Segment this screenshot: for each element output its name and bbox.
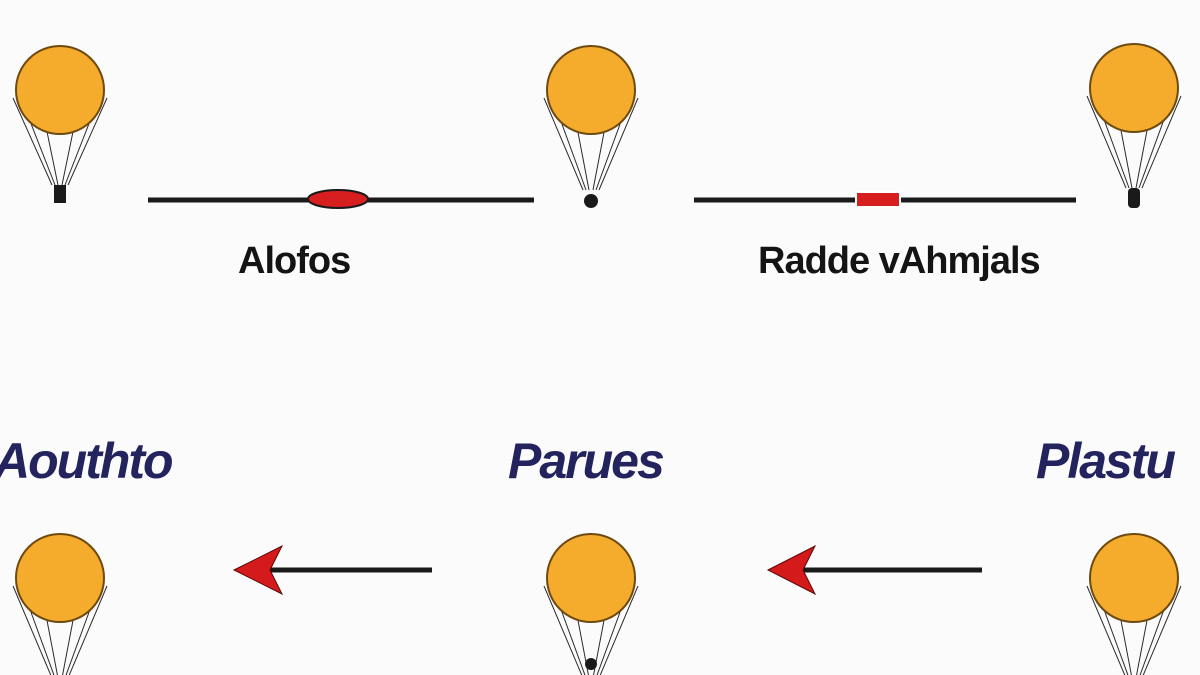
label-bottom-left: Aouthto xyxy=(0,433,174,489)
balloon-icon xyxy=(1086,43,1182,208)
red-marker-rect xyxy=(855,191,901,208)
balloon-icon xyxy=(1086,533,1182,675)
top-right-connector xyxy=(694,191,1076,208)
top-left-connector xyxy=(148,189,534,209)
balloon-icon xyxy=(12,533,108,675)
red-marker-oval xyxy=(307,189,369,209)
balloon-icon xyxy=(12,45,108,203)
label-bottom-right: Plastu xyxy=(1036,433,1176,489)
label-bottom-center: Parues xyxy=(508,433,665,489)
arrow-left-icon xyxy=(232,544,432,596)
arrow-left-icon xyxy=(766,544,982,596)
balloon-icon xyxy=(543,533,639,675)
label-top-right: Radde vAhmjals xyxy=(758,240,1041,282)
balloon-icon xyxy=(543,45,639,208)
label-top-left: Alofos xyxy=(238,240,351,282)
